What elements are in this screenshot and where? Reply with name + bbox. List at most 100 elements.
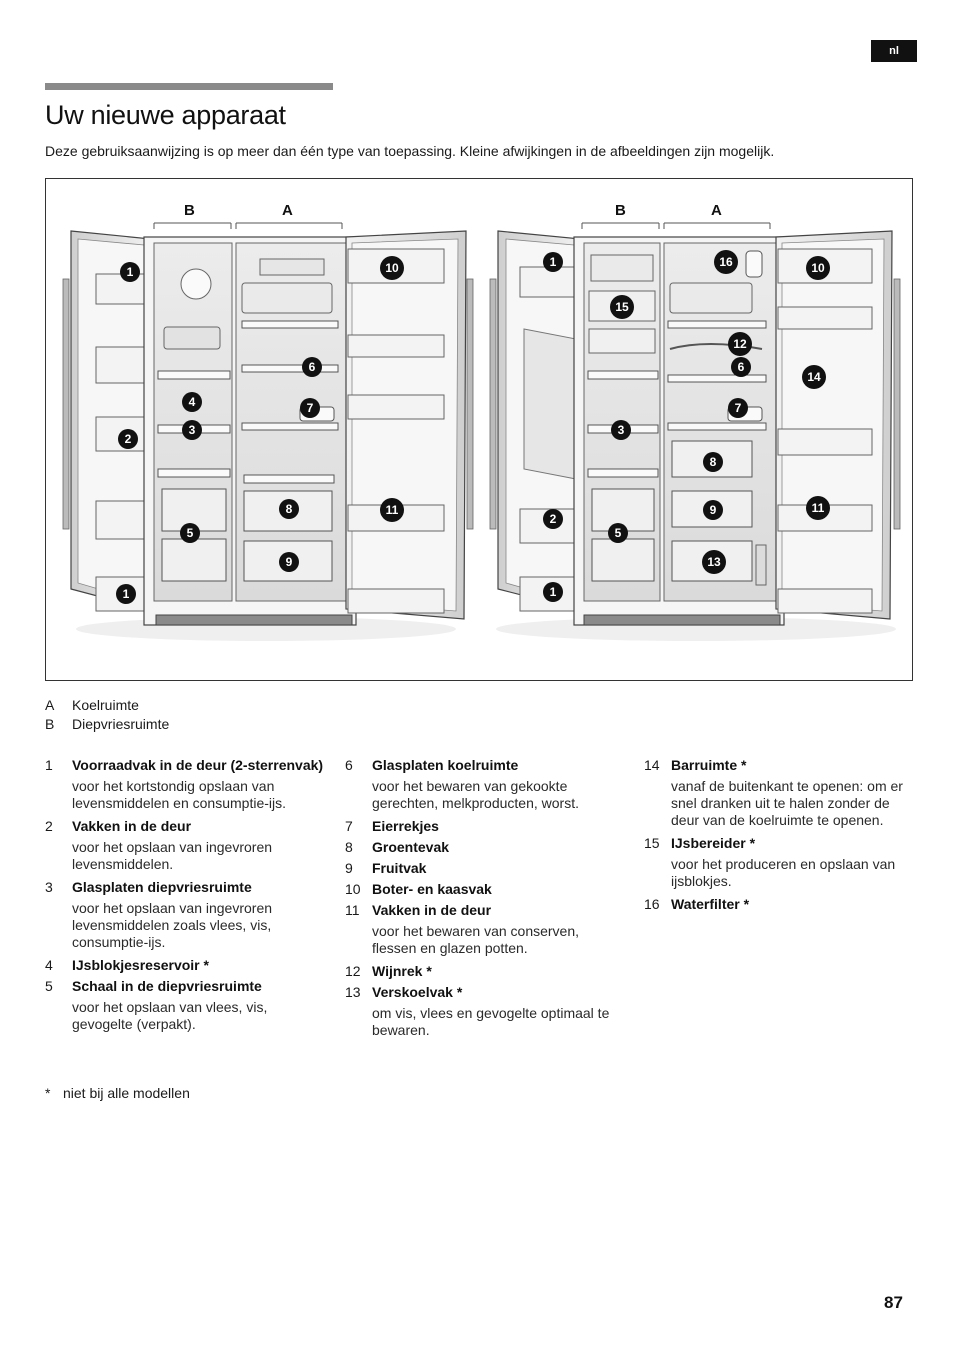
right-fridge: B A [489,202,901,641]
right-badge-9: 9 [703,500,723,520]
appliance-illustration: B A [45,178,913,681]
svg-text:14: 14 [807,370,821,384]
page-number: 87 [884,1293,903,1312]
svg-text:6: 6 [738,360,745,374]
svg-text:8: 8 [286,502,293,516]
left-badge-10: 10 [380,256,404,280]
right-badge-6: 6 [731,357,751,377]
svg-text:7: 7 [307,401,314,415]
right-label-b: B [615,202,626,219]
svg-text:8: 8 [710,455,717,469]
svg-text:1: 1 [127,265,134,279]
right-label-a: A [711,202,722,219]
svg-text:2: 2 [550,512,557,526]
right-badge-1-top: 1 [543,252,563,272]
item-description: vanaf de buitenkant te openen: om er sne… [671,778,903,828]
svg-text:11: 11 [812,501,825,515]
left-badge-1-top: 1 [120,262,140,282]
left-label-b: B [184,202,195,219]
right-badge-14: 14 [802,365,826,389]
item-description: voor het kortstondig opslaan van levensm… [72,778,286,811]
right-badge-16: 16 [714,250,738,274]
right-badge-7: 7 [728,398,748,418]
svg-text:7: 7 [735,401,742,415]
right-badge-13: 13 [702,550,726,574]
left-badge-11: 11 [380,498,404,522]
item-description: voor het opslaan van vlees, vis, gevogel… [72,999,268,1032]
svg-text:13: 13 [707,555,721,569]
left-badge-8: 8 [279,499,299,519]
right-badge-11: 11 [806,496,830,520]
svg-text:3: 3 [618,423,625,437]
item-description: voor het produceren en opslaan van ijsbl… [671,856,896,889]
left-badge-2: 2 [118,429,138,449]
footnote: *niet bij alle modellen [45,1085,190,1101]
left-badge-5: 5 [180,523,200,543]
left-badge-3: 3 [182,420,202,440]
svg-text:15: 15 [615,300,629,314]
svg-text:2: 2 [125,432,132,446]
svg-text:6: 6 [309,360,316,374]
fridge-diagram: B A [62,202,901,641]
right-badge-15: 15 [610,295,634,319]
intro-text: Deze gebruiksaanwijzing is op meer dan é… [45,143,775,159]
header-rule [45,83,333,90]
left-badge-9: 9 [279,552,299,572]
svg-text:16: 16 [719,255,733,269]
svg-text:11: 11 [386,503,399,517]
left-badge-1-bottom: 1 [116,584,136,604]
page-title: Uw nieuwe apparaat [45,100,286,130]
legend-a: A Koelruimte [45,696,139,713]
svg-text:5: 5 [187,526,194,540]
svg-text:4: 4 [189,395,196,409]
language-tag: nl [871,40,917,62]
right-badge-2: 2 [543,509,563,529]
svg-text:12: 12 [733,337,747,351]
left-label-a: A [282,202,293,219]
svg-text:1: 1 [550,585,557,599]
item-description: voor het opslaan van ingevroren levensmi… [72,839,273,872]
item-description: voor het bewaren van conserven, flessen … [372,923,580,956]
left-fridge: B A [62,202,474,641]
svg-text:9: 9 [710,503,717,517]
svg-text:1: 1 [550,255,557,269]
svg-text:5: 5 [615,526,622,540]
right-badge-5: 5 [608,523,628,543]
left-badge-6: 6 [302,357,322,377]
item-description: voor het opslaan van ingevroren levensmi… [72,900,273,950]
right-badge-8: 8 [703,452,723,472]
svg-text:9: 9 [286,555,293,569]
svg-text:10: 10 [385,261,399,275]
right-badge-10: 10 [806,256,830,280]
svg-text:10: 10 [811,261,825,275]
item-description: voor het bewaren van gekookte gerechten,… [372,778,579,811]
right-badge-1-bottom: 1 [543,582,563,602]
right-badge-3: 3 [611,420,631,440]
item-description: om vis, vlees en gevogelte optimaal te b… [372,1005,610,1038]
svg-text:1: 1 [123,587,130,601]
left-badge-7: 7 [300,398,320,418]
right-badge-12: 12 [728,332,752,356]
legend-b: B Diepvriesruimte [45,715,170,732]
compartment-legend: A Koelruimte B Diepvriesruimte [45,695,169,733]
svg-text:3: 3 [189,423,196,437]
